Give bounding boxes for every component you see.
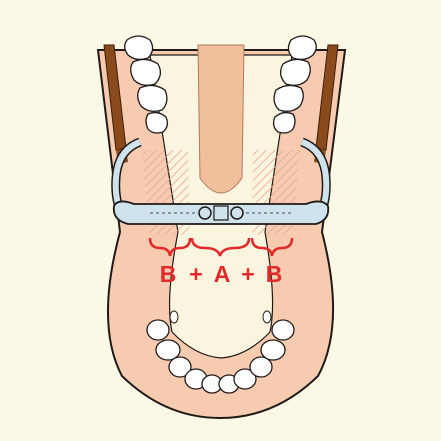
formula-segment-b-left: B (160, 261, 177, 287)
tongue (198, 45, 244, 193)
formula-plus-right: + (241, 261, 254, 287)
formula-plus-left: + (189, 261, 202, 287)
transverse-bar-icon (114, 201, 328, 224)
molar-marker-left (170, 311, 178, 323)
formula-segment-a: A (214, 261, 231, 287)
formula-segment-b-right: B (266, 261, 283, 287)
molar-marker-right (263, 311, 271, 323)
